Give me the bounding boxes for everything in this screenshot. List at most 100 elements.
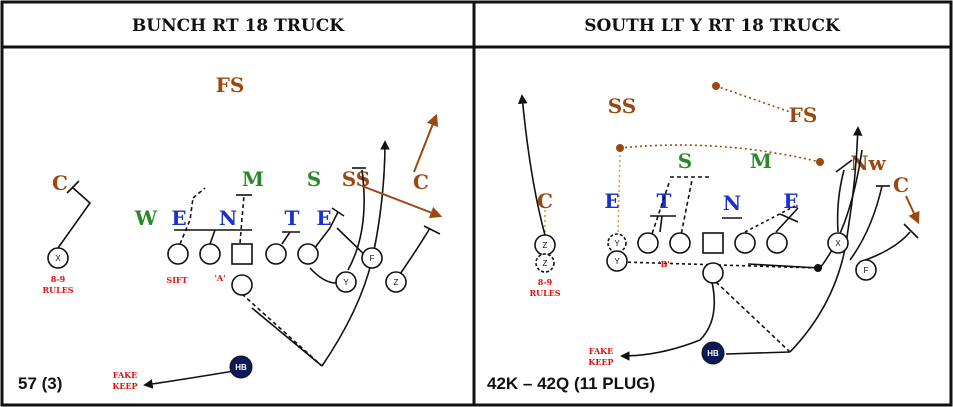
right-fs-dot	[712, 82, 720, 90]
left-x-label: X	[55, 254, 61, 263]
right-hb-label: HB	[707, 349, 719, 358]
right-fake-note-2: KEEP	[588, 357, 613, 367]
right-play-call: 42K – 42Q (11 PLUG)	[487, 374, 655, 393]
left-qb-mesh-dashed	[241, 293, 323, 367]
left-corner-left: C	[52, 171, 68, 195]
right-x-release	[836, 169, 845, 233]
right-corner-drop	[905, 195, 920, 225]
right-x-receiver	[827, 232, 849, 254]
left-panel: FS C M S SS C W E N T E	[18, 73, 443, 393]
right-f-vertical	[819, 149, 863, 269]
left-corner-drop	[413, 113, 439, 173]
right-f-route	[859, 231, 911, 263]
left-ss-blitz	[361, 185, 443, 219]
right-qb-mesh-dashed	[715, 281, 791, 353]
left-x-receiver	[47, 247, 69, 269]
left-e1-dashed-path	[179, 197, 194, 245]
left-sam-linebacker: S	[307, 167, 321, 191]
left-x-block-bar	[66, 180, 80, 194]
left-f-label: F	[370, 254, 375, 263]
right-corner-right: C	[893, 173, 909, 197]
right-center	[702, 232, 724, 254]
left-rules-note-2: RULES	[42, 285, 73, 295]
left-y-release	[347, 169, 365, 271]
left-quarterback	[231, 274, 253, 296]
left-lineman-4	[297, 243, 319, 265]
left-will-linebacker: W	[134, 206, 158, 230]
left-rules-note-1: 8-9	[51, 274, 66, 284]
right-title: SOUTH LT Y RT 18 TRUCK	[584, 16, 841, 36]
right-free-safety: FS	[789, 103, 818, 127]
right-ss-rotation	[619, 144, 821, 163]
right-fs-drop	[715, 85, 791, 113]
left-z-route	[395, 227, 431, 281]
right-motion-dot	[814, 264, 822, 272]
left-title: BUNCH RT 18 TRUCK	[132, 16, 345, 36]
left-f-back	[361, 247, 383, 269]
right-z2-label: Z	[543, 259, 548, 268]
right-nw-dot	[816, 158, 824, 166]
right-f-bar	[903, 223, 919, 239]
right-f-label: F	[864, 266, 869, 275]
right-lineman-1	[637, 232, 659, 254]
left-sift-note: SIFT	[166, 275, 187, 285]
right-y-receiver	[606, 250, 628, 272]
left-lineman-1	[167, 243, 189, 265]
right-t-block-stem	[659, 215, 663, 233]
right-strong-safety: SS	[608, 94, 636, 118]
right-mike-linebacker: M	[750, 149, 772, 173]
right-ss-alley	[617, 149, 621, 237]
right-lineman-4	[766, 232, 788, 254]
right-t-dashed-2	[679, 179, 693, 241]
left-play-call: 57 (3)	[18, 374, 62, 393]
left-fake-note-2: KEEP	[112, 381, 137, 391]
right-x-label: X	[835, 239, 841, 248]
left-mike-linebacker: M	[242, 167, 264, 191]
left-guard2-block	[281, 231, 291, 245]
right-z-label: Z	[543, 241, 548, 250]
right-tackle: T	[657, 189, 672, 213]
right-mesh-line	[725, 351, 791, 355]
left-tackle: T	[285, 206, 300, 230]
right-end-1: E	[604, 189, 619, 213]
right-f-back	[855, 259, 877, 281]
right-end-2: E	[783, 189, 798, 213]
right-quarterback	[702, 262, 724, 284]
right-sam-linebacker: S	[678, 149, 692, 173]
left-free-safety: FS	[216, 73, 245, 97]
right-t-dashed-1	[649, 179, 671, 241]
left-y-label: Y	[343, 278, 349, 287]
right-panel: SS FS S M Nw C C E T N E	[487, 82, 920, 393]
right-halfback	[701, 341, 725, 365]
right-z-route	[517, 94, 546, 236]
right-z-alignment-ghost	[535, 253, 555, 273]
left-e1-dashed-tip	[192, 187, 206, 199]
right-lineman-3	[734, 232, 756, 254]
right-rules-note-1: 8-9	[538, 277, 553, 287]
left-mesh-line	[251, 307, 323, 367]
left-guard-block	[209, 229, 216, 245]
left-fake-keep-route	[143, 369, 241, 389]
left-z-bar	[423, 225, 441, 235]
left-nose: N	[219, 206, 237, 230]
left-end-1: E	[171, 206, 186, 230]
right-y-alignment-ghost	[607, 233, 627, 253]
left-tackle-bar	[331, 207, 345, 217]
left-y-receiver	[335, 271, 357, 293]
left-center-dashed	[239, 194, 245, 244]
left-end-2: E	[316, 206, 331, 230]
right-corner-left: C	[537, 189, 553, 213]
right-c-path	[849, 185, 883, 261]
left-hb-label: HB	[235, 363, 247, 372]
right-e2-block	[775, 207, 799, 233]
right-y2-label: Y	[614, 239, 620, 248]
left-fake-note-1: FAKE	[113, 370, 137, 380]
left-halfback	[229, 355, 253, 379]
right-rules-note-2: RULES	[529, 288, 560, 298]
left-z-label: Z	[394, 278, 399, 287]
left-corner-right: C	[413, 170, 429, 194]
right-lineman-2	[669, 232, 691, 254]
